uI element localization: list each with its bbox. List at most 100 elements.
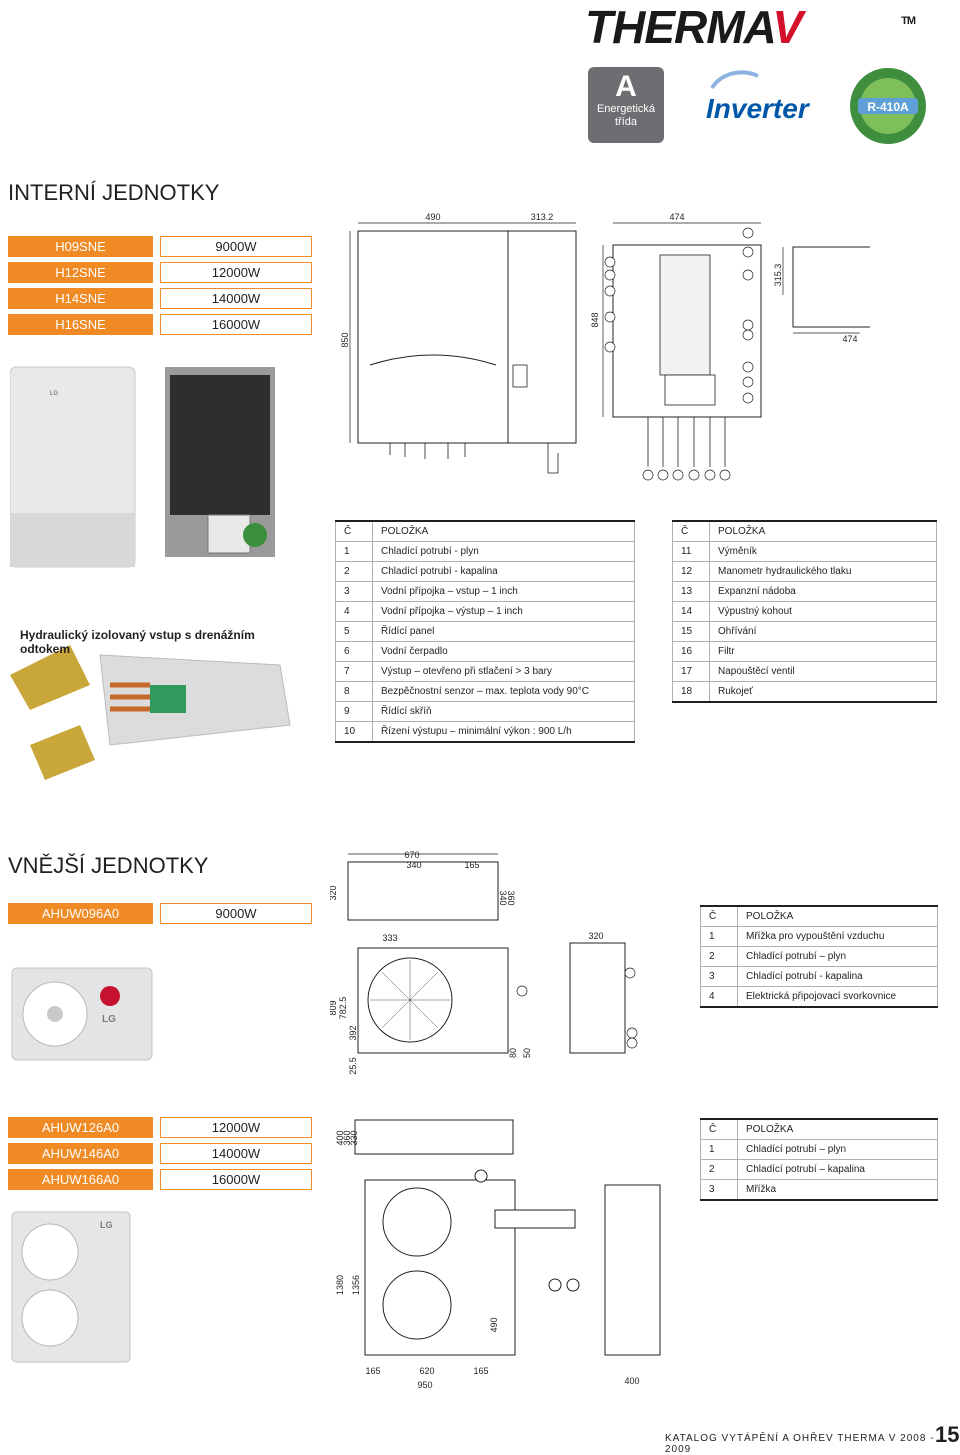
legend-text: Filtr [709, 641, 937, 662]
svg-text:LG: LG [102, 1014, 116, 1025]
dim-25: 25.5 [348, 1057, 358, 1075]
dim-165: 165 [464, 860, 479, 870]
legend-text: Manometr hydraulického tlaku [709, 561, 937, 582]
dim-depth: 313.2 [531, 212, 554, 222]
legend-num: 1 [700, 926, 738, 947]
inverter-text: Inverter [706, 93, 811, 124]
model-name: AHUW146A0 [8, 1143, 153, 1164]
internal-units-title: INTERNÍ JEDNOTKY [8, 180, 220, 205]
legend-num: 1 [335, 541, 373, 562]
legend-text: Mřížka [737, 1179, 938, 1201]
catalog-footer: KATALOG VYTÁPĚNÍ A OHŘEV THERMA V 2008 -… [665, 1433, 935, 1455]
legend-text: Rukojeť [709, 681, 937, 703]
legend-num: 14 [672, 601, 710, 622]
legend-num: 12 [672, 561, 710, 582]
dim-width: 490 [425, 212, 440, 222]
model-power: 9000W [160, 903, 312, 924]
dim-670: 670 [404, 850, 419, 860]
legend-col-number: Č [672, 520, 710, 542]
legend-text: Řízení výstupu – minimální výkon : 900 L… [372, 721, 635, 743]
legend-num: 16 [672, 641, 710, 662]
dim-1356: 1356 [351, 1275, 361, 1295]
legend-num: 4 [335, 601, 373, 622]
therma-v-logo: THERMAV TM [585, 1, 916, 53]
legend-col-item: POLOŽKA [737, 1118, 938, 1140]
legend-text: Elektrická připojovací svorkovnice [737, 986, 938, 1008]
outdoor-unit-b-photo: LG [11, 1211, 131, 1363]
dim-360: 360 [506, 890, 516, 905]
legend-num: 9 [335, 701, 373, 722]
logo-text: THERMA [585, 1, 773, 53]
legend-text: Výměník [709, 541, 937, 562]
dim-165b: 165 [473, 1366, 488, 1376]
legend-header-row: Č POLOŽKA [700, 905, 938, 927]
legend-col-item: POLOŽKA [737, 905, 938, 927]
legend-text: Chladící potrubí - plyn [372, 541, 635, 562]
dim-top-height: 315.3 [773, 264, 783, 287]
dim-inner-height: 848 [590, 312, 600, 327]
model-name: AHUW096A0 [8, 903, 153, 924]
legend-header-row: Č POLOŽKA [700, 1118, 938, 1140]
model-name: H12SNE [8, 262, 153, 283]
legend-num: 5 [335, 621, 373, 642]
dim-340b: 340 [498, 890, 508, 905]
legend-text: Chladící potrubí – plyn [737, 1139, 938, 1160]
model-name: H16SNE [8, 314, 153, 335]
model-power: 16000W [160, 1169, 312, 1190]
legend-col-item: POLOŽKA [372, 520, 635, 542]
legend-col-item: POLOŽKA [709, 520, 937, 542]
legend-num: 7 [335, 661, 373, 682]
inverter-logo: Inverter [698, 68, 820, 144]
legend-col-number: Č [700, 905, 738, 927]
legend-header-row: Č POLOŽKA [335, 520, 635, 542]
hydraulic-inlet-caption: Hydraulický izolovaný vstup s drenážním … [20, 628, 255, 656]
dim-400b: 400 [624, 1376, 639, 1386]
legend-text: Chladící potrubí – kapalina [737, 1159, 938, 1180]
dim-320b: 320 [588, 931, 603, 941]
outdoor-unit-a-drawing: 670 340 165 320 360 340 333 809 782.5 39… [330, 850, 638, 1075]
energy-class-badge: A Energetická třída [588, 67, 664, 143]
legend-text: Výstup – otevřeno při stlačení > 3 bary [372, 661, 635, 682]
page-number: 15 [935, 1422, 960, 1447]
external-models-a: AHUW096A0 9000W [8, 903, 313, 925]
external-models-b: AHUW126A0 12000W AHUW146A0 14000W AHUW16… [8, 1117, 313, 1197]
legend-num: 8 [335, 681, 373, 702]
energy-class-label-2: třída [614, 116, 637, 128]
energy-class-label-1: Energetická [596, 103, 656, 115]
dim-1380: 1380 [335, 1275, 345, 1295]
legend-text: Mřížka pro vypouštění vzduchu [737, 926, 938, 947]
legend-text: Ohřívání [709, 621, 937, 642]
dim-809: 809 [330, 1000, 338, 1015]
legend-num: 3 [335, 581, 373, 602]
model-power: 12000W [160, 1117, 312, 1138]
outdoor-unit-a-photo: LG [11, 967, 153, 1061]
legend-num: 3 [700, 966, 738, 987]
legend-text: Vodní přípojka – vstup – 1 inch [372, 581, 635, 602]
legend-num: 13 [672, 581, 710, 602]
dim-400: 400 [335, 1130, 345, 1145]
dim-950: 950 [417, 1380, 432, 1390]
legend-num: 2 [700, 946, 738, 967]
dim-490: 490 [489, 1317, 499, 1332]
dim-782: 782.5 [338, 997, 348, 1020]
external-units-title: VNĚJŠÍ JEDNOTKY [8, 853, 209, 878]
model-name: H09SNE [8, 236, 153, 257]
model-power: 14000W [160, 1143, 312, 1164]
